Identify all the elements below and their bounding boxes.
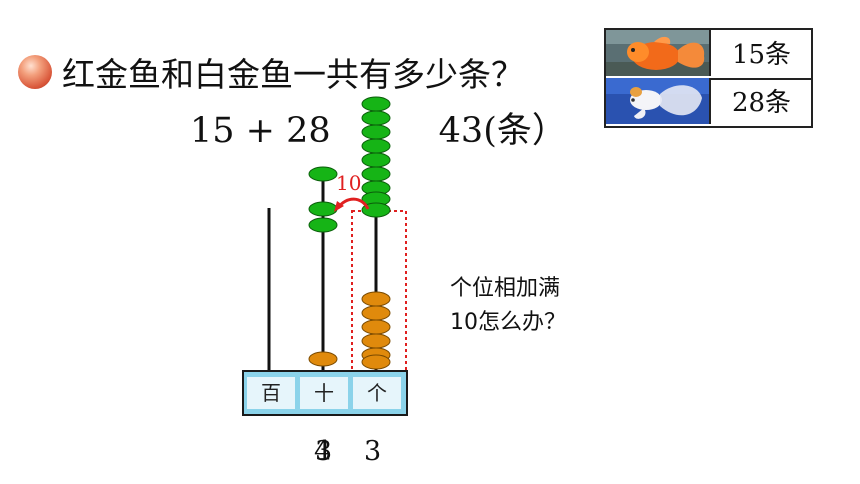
bead-green [308, 217, 338, 233]
legend-label-red: 15条 [731, 40, 792, 70]
equation-right: 43(条） [438, 111, 567, 151]
note-line-1: 个位相加满 [450, 276, 561, 301]
bead-green [361, 96, 391, 112]
ones-beads [361, 96, 391, 370]
red-goldfish-photo-icon [606, 30, 711, 76]
question-text: 红金鱼和白金鱼一共有多少条？ [62, 55, 524, 94]
digit-ones: 3 [364, 436, 382, 467]
bead-orange [361, 305, 391, 321]
bead-green [361, 152, 391, 168]
bead-green [361, 124, 391, 140]
carry-label: 10 [336, 171, 361, 195]
equation-left: 15 + 28 [190, 111, 331, 151]
bead-orange [308, 351, 338, 367]
legend-label-white: 28条 [731, 88, 792, 118]
digit-tens-b: 3 [315, 436, 333, 467]
bead-green [361, 202, 391, 218]
equation: 15 + 28 43(条） [190, 102, 567, 153]
fish-legend: 15条 28条 [604, 28, 813, 128]
hint-note: 个位相加满 10怎么办？ [450, 272, 566, 340]
bullet-icon [18, 55, 52, 89]
bead-orange [361, 333, 391, 349]
white-goldfish-photo-icon [606, 78, 711, 124]
legend-row-white: 28条 [606, 78, 811, 126]
tens-beads [308, 166, 338, 367]
place-label-ones: 个 [353, 377, 401, 409]
bead-green [361, 110, 391, 126]
digit-tens-a: 4 [314, 436, 332, 467]
bead-green [361, 166, 391, 182]
bead-orange [361, 319, 391, 335]
bead-green [308, 201, 338, 217]
place-label-tens: 十 [300, 377, 348, 409]
carry-arrowhead-icon [334, 201, 344, 212]
note-line-2: 10怎么办？ [450, 310, 566, 335]
bead-green [308, 166, 338, 182]
bead-orange [361, 354, 391, 370]
place-label-hundreds: 百 [247, 377, 295, 409]
bead-green [361, 138, 391, 154]
bead-orange [361, 291, 391, 307]
abacus-base: 百 十 个 [242, 370, 408, 416]
